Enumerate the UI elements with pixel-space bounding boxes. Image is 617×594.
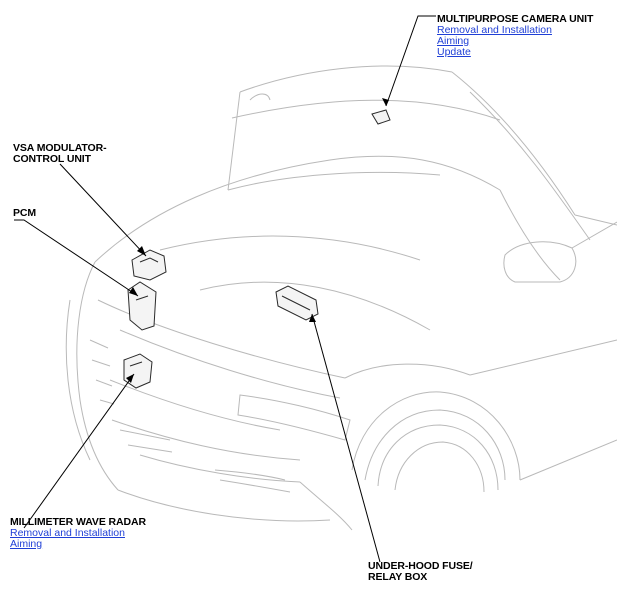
vehicle-outline — [65, 65, 617, 531]
callout-pcm: PCM — [13, 208, 36, 219]
radar-link-aiming[interactable]: Aiming — [10, 538, 43, 550]
camera-title: MULTIPURPOSE CAMERA UNIT — [437, 13, 594, 25]
vsa-title-line1: VSA MODULATOR- — [13, 142, 107, 154]
callout-vsa: VSA MODULATOR- CONTROL UNIT — [13, 143, 107, 165]
radar-link-removal[interactable]: Removal and Installation — [10, 527, 125, 539]
camera-link-removal[interactable]: Removal and Installation — [437, 24, 552, 36]
radar-title: MILLIMETER WAVE RADAR — [10, 516, 146, 528]
leader-fusebox — [311, 313, 381, 563]
camera-unit-shape — [371, 109, 391, 125]
leader-arrowheads — [126, 98, 389, 383]
camera-link-aiming[interactable]: Aiming — [437, 35, 470, 47]
pcm-title: PCM — [13, 207, 37, 219]
fusebox-title-line1: UNDER-HOOD FUSE/ — [368, 560, 473, 572]
vsa-title-line2: CONTROL UNIT — [13, 153, 91, 165]
vsa-modulator-shape — [131, 249, 167, 281]
leader-pcm — [14, 219, 139, 297]
camera-link-update[interactable]: Update — [437, 46, 471, 58]
leader-vsa — [59, 163, 147, 257]
leader-camera — [385, 15, 436, 107]
fusebox-title-line2: RELAY BOX — [368, 571, 428, 583]
callout-fusebox: UNDER-HOOD FUSE/ RELAY BOX — [368, 561, 473, 583]
callout-camera: MULTIPURPOSE CAMERA UNIT Removal and Ins… — [437, 14, 593, 58]
leader-lines — [14, 15, 436, 563]
callout-radar: MILLIMETER WAVE RADAR Removal and Instal… — [10, 517, 146, 550]
leader-radar — [23, 373, 135, 529]
